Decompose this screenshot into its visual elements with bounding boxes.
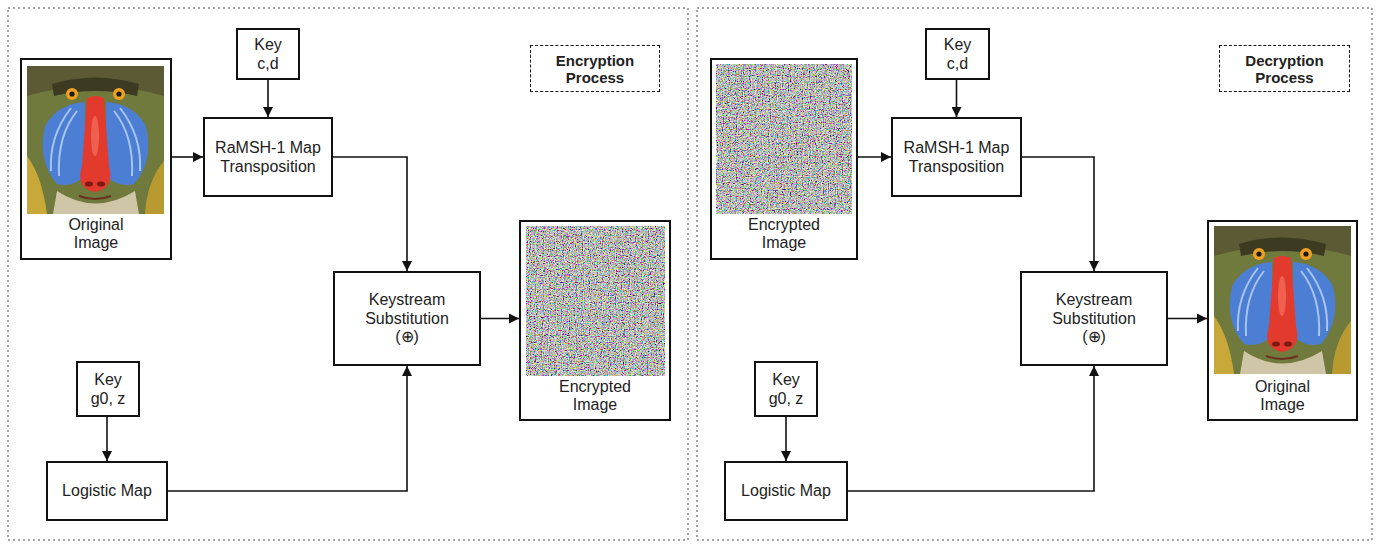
flow-arrow bbox=[106, 417, 108, 461]
flow-arrow bbox=[956, 80, 958, 117]
flow-arrow bbox=[168, 366, 407, 491]
process-box: Keystream Substitution (⊕) bbox=[333, 271, 481, 366]
node-label: Logistic Map bbox=[62, 482, 152, 500]
image-box: Encrypted Image bbox=[519, 220, 671, 421]
flow-arrow bbox=[1168, 318, 1207, 320]
mandrill-image bbox=[27, 66, 164, 214]
panel-border bbox=[8, 8, 688, 540]
node-label: RaMSH-1 Map Transposition bbox=[900, 139, 1014, 176]
flow-arrow bbox=[785, 417, 787, 461]
flow-arrow bbox=[172, 156, 203, 158]
image-box: Encrypted Image bbox=[710, 58, 858, 260]
flow-arrow bbox=[858, 156, 891, 158]
node-label: Keystream Substitution (⊕) bbox=[355, 291, 459, 346]
node-label: Keystream Substitution (⊕) bbox=[1042, 291, 1146, 346]
flow-arrow bbox=[267, 80, 269, 117]
node-label: RaMSH-1 Map Transposition bbox=[211, 139, 325, 176]
image-box: Original Image bbox=[1207, 220, 1358, 421]
flow-arrow bbox=[1022, 157, 1094, 271]
panel-border bbox=[697, 8, 1372, 540]
section-label: Decryption Process bbox=[1219, 45, 1350, 92]
noise-image bbox=[526, 226, 665, 376]
node-label: Encrypted Image bbox=[739, 216, 829, 253]
process-box: RaMSH-1 Map Transposition bbox=[203, 117, 333, 197]
noise-image bbox=[716, 64, 852, 214]
node-label: Encryption Process bbox=[539, 52, 651, 87]
image-box: Original Image bbox=[20, 58, 172, 260]
process-box: Keystream Substitution (⊕) bbox=[1020, 271, 1168, 366]
process-box: Logistic Map bbox=[724, 461, 848, 521]
flow-arrow bbox=[848, 366, 1094, 491]
flow-arrow bbox=[481, 318, 519, 320]
process-box: Logistic Map bbox=[46, 461, 168, 521]
node-label: Key g0, z bbox=[763, 371, 809, 408]
node-label: Key c,d bbox=[247, 36, 289, 73]
mandrill-image bbox=[1214, 226, 1351, 374]
section-label: Encryption Process bbox=[530, 45, 660, 92]
node-label: Original Image bbox=[1242, 378, 1324, 415]
node-label: Key c,d bbox=[937, 36, 979, 73]
key-box: Key c,d bbox=[925, 28, 990, 80]
node-label: Encrypted Image bbox=[550, 378, 640, 415]
node-label: Decryption Process bbox=[1229, 52, 1341, 87]
node-label: Original Image bbox=[55, 216, 137, 253]
flow-arrow bbox=[333, 157, 407, 271]
node-label: Key g0, z bbox=[85, 371, 131, 408]
node-label: Logistic Map bbox=[741, 482, 831, 500]
key-box: Key g0, z bbox=[76, 361, 140, 417]
process-box: RaMSH-1 Map Transposition bbox=[891, 117, 1022, 197]
key-box: Key c,d bbox=[236, 28, 300, 80]
key-box: Key g0, z bbox=[754, 361, 818, 417]
